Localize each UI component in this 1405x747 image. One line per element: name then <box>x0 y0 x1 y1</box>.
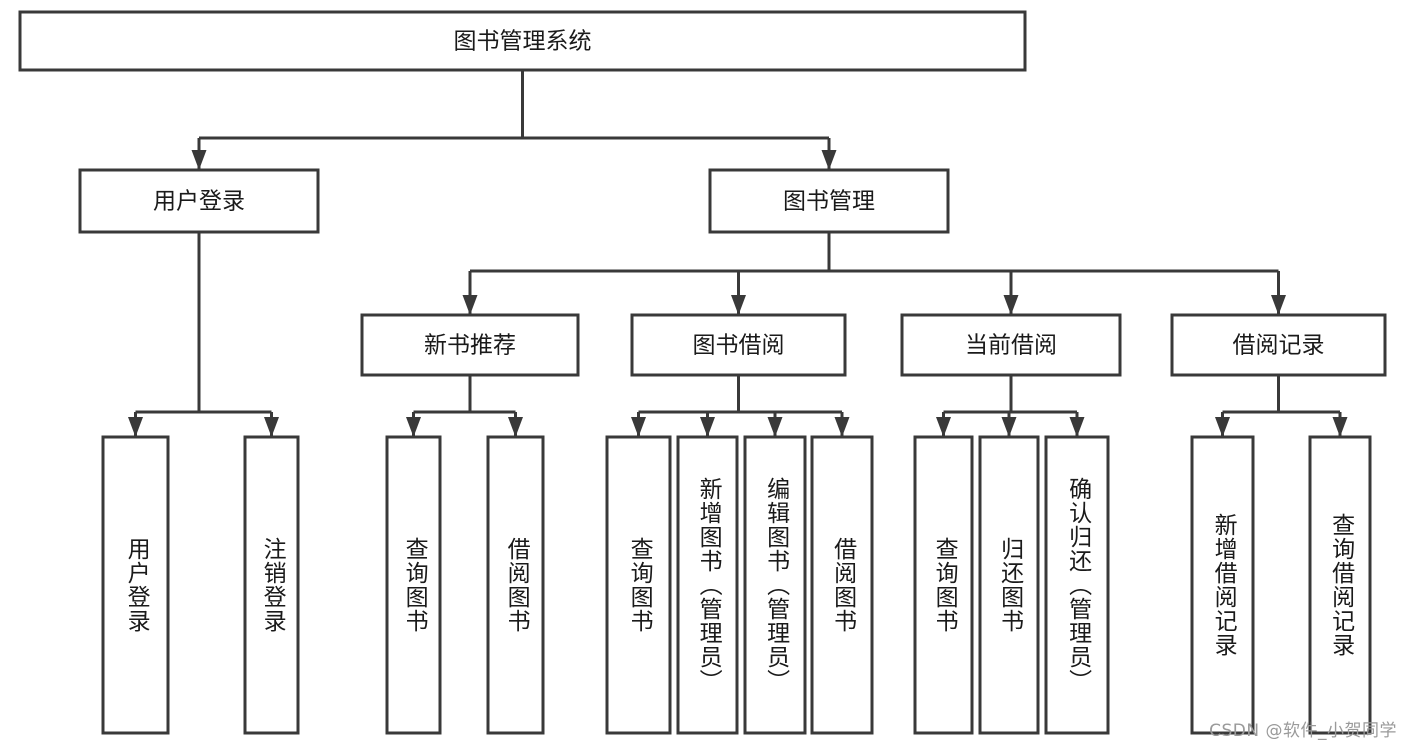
node-current-borrow-label: 当前借阅 <box>965 333 1057 359</box>
leaf-nbr-query[interactable] <box>385 435 442 735</box>
arrow-head-icon <box>631 417 646 437</box>
leaf-bb-edit[interactable] <box>743 435 807 735</box>
arrow-head-icon <box>462 295 478 315</box>
leaf-cb-return[interactable] <box>978 435 1040 735</box>
arrow-head-icon <box>1271 295 1286 315</box>
arrow-head-icon <box>731 295 746 315</box>
arrow-head-icon <box>508 417 523 437</box>
node-user-login[interactable] <box>78 168 320 234</box>
node-new-book-recommend[interactable] <box>360 313 580 377</box>
leaf-leaf-logout[interactable] <box>243 435 300 735</box>
node-root-label: 图书管理系统 <box>454 29 592 55</box>
arrow-head-icon <box>1332 417 1348 437</box>
arrow-head-icon <box>700 417 715 437</box>
leaf-nbr-borrow[interactable] <box>486 435 545 735</box>
leaf-bb-add[interactable] <box>676 435 739 735</box>
arrow-head-icon <box>1003 295 1019 315</box>
leaf-br-query[interactable] <box>1308 435 1372 735</box>
leaf-cb-query[interactable] <box>913 435 974 735</box>
arrow-head-icon <box>406 417 421 437</box>
arrow-head-icon <box>128 417 143 437</box>
arrow-head-icon <box>821 150 837 170</box>
node-current-borrow[interactable] <box>900 313 1122 377</box>
node-book-borrow-label: 图书借阅 <box>693 333 785 359</box>
csdn-watermark: CSDN @软件_小贺同学 <box>1209 721 1397 741</box>
arrow-head-icon <box>767 417 783 437</box>
arrow-head-icon <box>834 417 850 437</box>
arrow-head-icon <box>1069 417 1085 437</box>
arrow-head-icon <box>1001 417 1017 437</box>
node-borrow-record-label: 借阅记录 <box>1233 333 1325 359</box>
node-book-borrow[interactable] <box>630 313 847 377</box>
node-book-management-label: 图书管理 <box>783 189 875 215</box>
node-new-book-recommend-label: 新书推荐 <box>424 333 516 359</box>
arrow-head-icon <box>264 417 279 437</box>
arrow-head-icon <box>191 150 207 170</box>
leaf-br-add[interactable] <box>1190 435 1255 735</box>
node-borrow-record[interactable] <box>1170 313 1387 377</box>
arrow-head-icon <box>1215 417 1230 437</box>
node-root[interactable] <box>18 10 1027 72</box>
arrow-head-icon <box>936 417 951 437</box>
node-book-management[interactable] <box>708 168 950 234</box>
node-user-login-label: 用户登录 <box>153 189 245 215</box>
leaf-leaf-user-login[interactable] <box>101 435 170 735</box>
connectors-layer <box>128 70 1348 437</box>
leaf-cb-confirm[interactable] <box>1044 435 1110 735</box>
leaf-bb-borrow[interactable] <box>810 435 874 735</box>
leaf-bb-query[interactable] <box>605 435 672 735</box>
